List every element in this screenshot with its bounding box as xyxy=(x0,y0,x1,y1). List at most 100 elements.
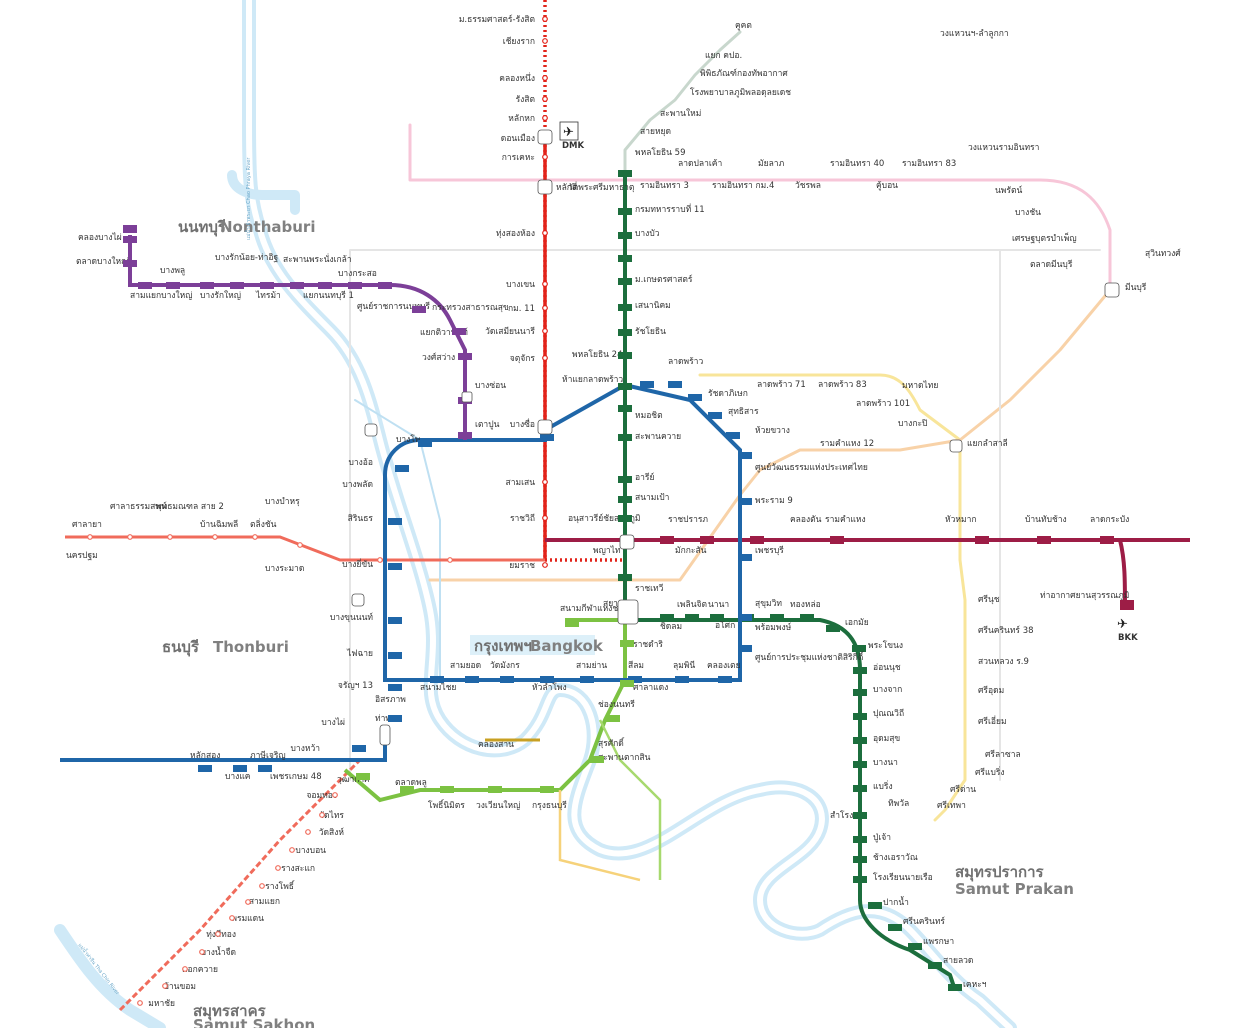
marker xyxy=(542,96,548,102)
interchange xyxy=(537,129,553,145)
code-box xyxy=(618,232,632,239)
station-sam-sen: สามเสน xyxy=(506,478,536,488)
station-sri-dan: ศรีด่าน xyxy=(950,784,976,795)
code-box xyxy=(465,676,479,683)
code-box xyxy=(618,515,632,522)
grey-ring xyxy=(349,249,1101,781)
station-taling-chan: ตลิ่งชัน xyxy=(250,518,277,530)
marker xyxy=(542,562,548,568)
silver-line xyxy=(623,30,742,177)
station-asok: อโศก xyxy=(715,620,735,631)
code-box xyxy=(458,353,472,360)
dmk-icon-box xyxy=(559,121,579,141)
station-nonthaburi-civic: ศูนย์ราชการนนทบุรี xyxy=(357,301,430,312)
code-box xyxy=(540,434,554,441)
code-box xyxy=(1100,536,1114,544)
code-box xyxy=(853,667,867,674)
chao-phraya-inner xyxy=(246,0,1013,1028)
station-sena-nikhom: เสนานิคม xyxy=(635,301,671,311)
station-ramathibodi: ราชวิถี xyxy=(510,513,535,524)
region-nonthaburi-th: นนทบุรี xyxy=(178,218,227,237)
code-box xyxy=(258,765,272,772)
code-box xyxy=(618,329,632,336)
dark-red-stations: ม.ธรรมศาสตร์-รังสิต เชียงราก คลองหนึ่ง ร… xyxy=(459,14,536,571)
station-sri-la-salle: ศรีลาซาล xyxy=(985,749,1021,760)
code-box xyxy=(685,614,699,621)
code-box xyxy=(888,924,902,931)
station-khu-bon: คู้บอน xyxy=(876,180,898,191)
station-saphan-taksin: สะพานตากสิน xyxy=(598,753,651,763)
code-box xyxy=(378,282,392,289)
code-box xyxy=(738,614,752,621)
code-box xyxy=(400,786,414,793)
station-lat-krabang: ลาดกระบัง xyxy=(1090,515,1129,525)
code-box xyxy=(348,282,362,289)
station-mahat-thai: มหาดไทย xyxy=(902,380,938,391)
station-sam-yot: สามยอด xyxy=(450,661,481,671)
station-thailand-cultural: ศูนย์วัฒนธรรมแห่งประเทศไทย xyxy=(755,462,868,473)
code-box xyxy=(318,282,332,289)
station-bang-bua: บางบัว xyxy=(635,229,660,239)
code-box xyxy=(418,440,432,447)
station-sam-yaek-bang-yai: สามแยกบางใหญ่ xyxy=(130,290,192,301)
station-chit-lom: ชิดลม xyxy=(660,622,682,632)
station-ramintra-83: รามอินทรา 83 xyxy=(902,159,956,169)
marker xyxy=(377,557,383,563)
interchange xyxy=(364,423,378,437)
code-box xyxy=(580,676,594,683)
river-loop-nonthaburi xyxy=(227,170,300,215)
marker xyxy=(542,154,548,160)
code-box xyxy=(708,412,722,419)
station-yommarat: ยมราช xyxy=(509,561,535,571)
station-min-buri: มีนบุรี xyxy=(1125,282,1147,293)
station-khlong-san: คลองสาน xyxy=(478,740,514,750)
station-thung-si-thong: ทุ่งสีทอง xyxy=(206,929,236,940)
station-tha-phra: ท่าพระ xyxy=(375,714,400,724)
code-box xyxy=(452,328,466,335)
code-box xyxy=(853,737,867,744)
station-punnawithi: ปุณณวิถี xyxy=(873,708,904,719)
station-khu-khot: คูคต xyxy=(735,21,752,31)
region-thonburi-th: ธนบุรี xyxy=(162,638,200,657)
station-thung-song-hong: ทุ่งสองห้อง xyxy=(496,228,535,239)
marker xyxy=(289,847,295,853)
station-ramintra-km4: รามอินทรา กม.4 xyxy=(712,181,774,191)
code-box xyxy=(618,255,632,262)
code-box xyxy=(618,405,632,412)
marker xyxy=(252,534,258,540)
station-khok-khwai: คอกควาย xyxy=(182,965,218,975)
station-ramkhamhaeng: รามคำแหง xyxy=(825,515,866,525)
station-wat-phra-sri: วัดพระศรีมหาธาตุ xyxy=(568,182,634,193)
code-box xyxy=(200,282,214,289)
station-fai-chai: ไฟฉาย xyxy=(346,648,373,659)
station-sai-luat: สายลวด xyxy=(943,956,973,966)
code-box xyxy=(166,282,180,289)
station-sala-thammasop: ศาลาธรรมสพน์ xyxy=(110,501,167,512)
code-box xyxy=(540,676,554,683)
station-phaya-thai: พญาไท xyxy=(593,545,621,556)
station-sai-yut: สายหยุด xyxy=(640,127,671,137)
code-box xyxy=(853,689,867,696)
station-huai-khwang: ห้วยขวาง xyxy=(755,425,790,436)
code-box xyxy=(826,625,840,632)
station-bang-khun-non: บางขุนนนท์ xyxy=(330,612,374,623)
airport-link-stations: ราชปรารภ มักกะสัน คลองตัน รามคำแหง หัวหม… xyxy=(668,514,1129,601)
code-box xyxy=(618,208,632,215)
south-orange-branch xyxy=(558,790,641,882)
station-siam: สยาม xyxy=(603,599,624,609)
station-suvarnabhumi: ท่าอากาศยานสุวรรณภูมิ xyxy=(1040,591,1129,601)
station-ramintra-40: รามอินทรา 40 xyxy=(830,159,884,169)
light-red-track xyxy=(65,535,545,562)
code-box xyxy=(948,984,962,991)
code-box xyxy=(668,381,682,388)
station-sri-udom: ศรีอุดม xyxy=(978,685,1004,696)
station-bang-chan: บางชัน xyxy=(1015,208,1041,218)
station-ratchaprarop: ราชปรารภ xyxy=(668,515,708,525)
region-nonthaburi-en: Nonthaburi xyxy=(220,218,315,236)
code-box xyxy=(412,306,426,313)
bkk-airport-marker: ✈ BKK xyxy=(1117,617,1138,643)
station-thippawan: ทิพวัล xyxy=(888,799,909,809)
station-bang-krasor: บางกระสอ xyxy=(338,269,377,279)
code-box xyxy=(1120,600,1134,610)
station-rang-pho: รางโพธิ์ xyxy=(265,880,295,892)
